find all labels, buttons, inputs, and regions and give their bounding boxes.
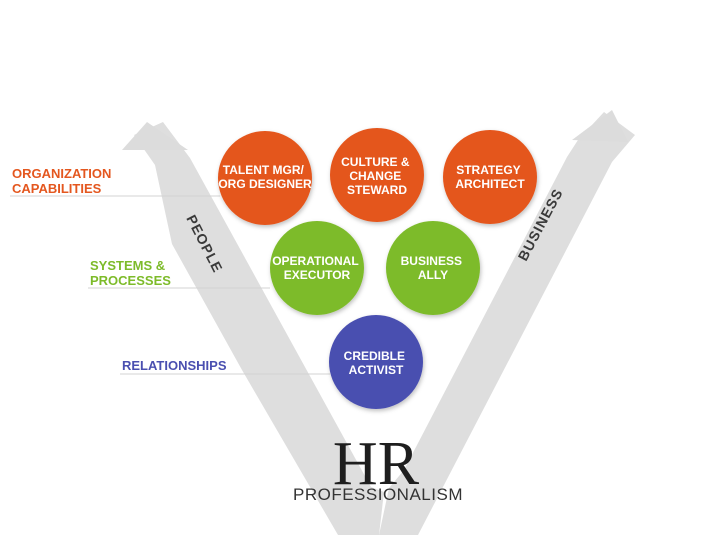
bubble-talent-manager-text: TALENT MGR/ ORG DESIGNER bbox=[218, 163, 312, 191]
row-label-systems: SYSTEMS & PROCESSES bbox=[90, 258, 171, 288]
bubble-talent-line1: TALENT MGR/ bbox=[223, 163, 305, 177]
bubble-culture-steward-text: CULTURE & CHANGE STEWARD bbox=[341, 155, 413, 197]
bubble-credible-activist bbox=[329, 315, 423, 409]
row-labels: ORGANIZATION CAPABILITIES SYSTEMS & PROC… bbox=[12, 166, 227, 373]
bubble-talent-manager bbox=[218, 131, 312, 225]
bubble-operational-line1: OPERATIONAL bbox=[272, 254, 358, 268]
hr-professionalism-logo: HR PROFESSIONALISM bbox=[293, 430, 463, 504]
left-arrowhead bbox=[122, 122, 188, 150]
bubble-operational-executor-text: OPERATIONAL EXECUTOR bbox=[272, 254, 362, 282]
bubble-strategy-architect-text: STRATEGY ARCHITECT bbox=[455, 163, 525, 191]
bubble-business-ally bbox=[386, 221, 480, 315]
left-arrow-people bbox=[134, 122, 384, 535]
bubble-business-ally-line2: ALLY bbox=[418, 268, 448, 282]
competency-bubbles: TALENT MGR/ ORG DESIGNER CULTURE & CHANG… bbox=[218, 128, 537, 409]
row-label-organization-line2: CAPABILITIES bbox=[12, 181, 102, 196]
bubble-strategy-line1: STRATEGY bbox=[456, 163, 520, 177]
row-label-systems-line2: PROCESSES bbox=[90, 273, 171, 288]
v-arrows bbox=[122, 110, 635, 535]
bubble-business-ally-line1: BUSINESS bbox=[401, 254, 462, 268]
bubble-culture-line1: CULTURE & bbox=[341, 155, 410, 169]
bubble-operational-line2: EXECUTOR bbox=[284, 268, 351, 282]
bubble-strategy-line2: ARCHITECT bbox=[455, 177, 525, 191]
bubble-credible-activist-text: CREDIBLE ACTIVIST bbox=[344, 349, 409, 377]
bubble-operational-executor bbox=[270, 221, 364, 315]
right-arrowhead bbox=[572, 110, 628, 142]
row-label-relationships: RELATIONSHIPS bbox=[122, 358, 227, 373]
bubble-culture-steward bbox=[330, 128, 424, 222]
row-label-organization: ORGANIZATION CAPABILITIES bbox=[12, 166, 115, 196]
row-label-systems-line1: SYSTEMS & bbox=[90, 258, 165, 273]
bubble-culture-line3: STEWARD bbox=[347, 183, 407, 197]
bubble-strategy-architect bbox=[443, 130, 537, 224]
guide-lines bbox=[10, 195, 330, 375]
right-arrow-business bbox=[379, 112, 635, 535]
row-label-relationships-line1: RELATIONSHIPS bbox=[122, 358, 227, 373]
bubble-talent-line2: ORG DESIGNER bbox=[218, 177, 312, 191]
logo-professionalism: PROFESSIONALISM bbox=[293, 485, 463, 504]
row-label-organization-line1: ORGANIZATION bbox=[12, 166, 111, 181]
logo-hr: HR bbox=[333, 430, 420, 498]
bubble-credible-line1: CREDIBLE bbox=[344, 349, 405, 363]
bubble-business-ally-text: BUSINESS ALLY bbox=[401, 254, 466, 282]
bubble-culture-line2: CHANGE bbox=[349, 169, 401, 183]
bubble-credible-line2: ACTIVIST bbox=[349, 363, 404, 377]
